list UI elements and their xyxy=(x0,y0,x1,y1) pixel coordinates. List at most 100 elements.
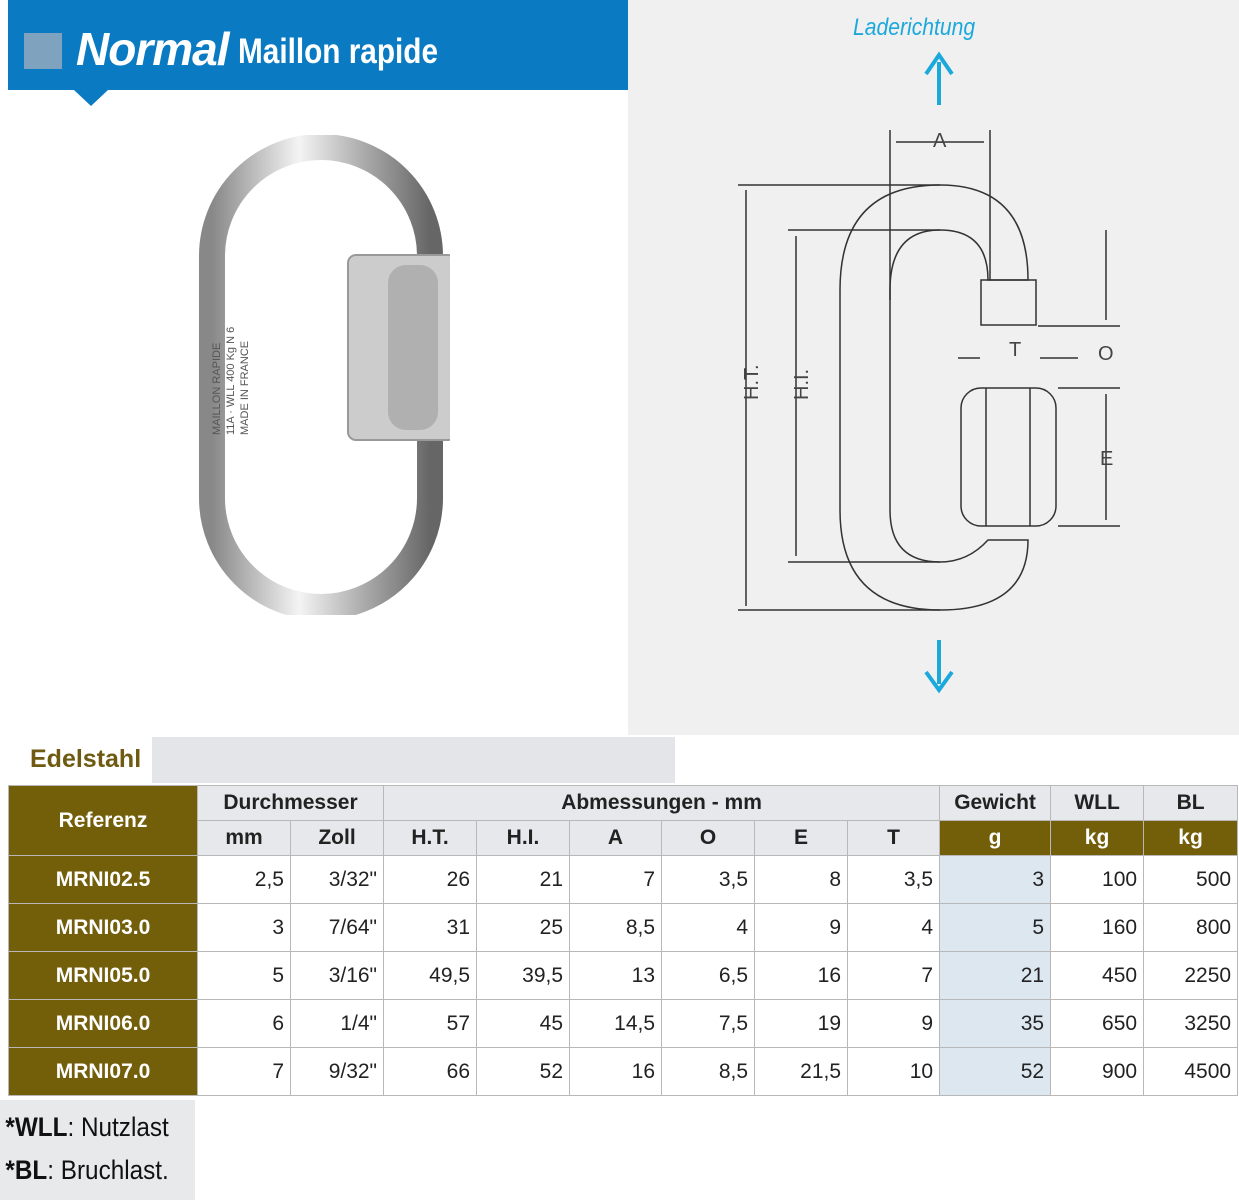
subheader-cell: H.I. xyxy=(476,820,571,856)
table-cell: 3/16" xyxy=(289,951,385,1000)
table-cell: 35 xyxy=(939,999,1052,1048)
subheader-cell: mm xyxy=(197,820,291,856)
table-cell: 1/4" xyxy=(289,999,385,1048)
table-cell: 52 xyxy=(476,1047,571,1096)
table-cell: 800 xyxy=(1143,903,1239,952)
table-cell: 8,5 xyxy=(569,903,663,952)
header-bl: BL xyxy=(1143,785,1239,821)
engraving-line-1: MAILLON RAPIDE xyxy=(211,343,223,435)
table-cell: 31 xyxy=(383,903,478,952)
title-italic: Normal xyxy=(76,23,229,75)
product-photo: MAILLON RAPIDE 11A · WLL 400 Kg N 6 MADE… xyxy=(199,135,450,615)
table-cell: 160 xyxy=(1050,903,1145,952)
table-cell: 7 xyxy=(197,1047,291,1096)
table-cell: 57 xyxy=(383,999,478,1048)
subheader-cell: kg xyxy=(1050,820,1145,856)
table-cell: 9/32" xyxy=(289,1047,385,1096)
reference-cell: MRNI07.0 xyxy=(8,1047,198,1096)
table-cell: 9 xyxy=(754,903,849,952)
table-cell: 4500 xyxy=(1143,1047,1239,1096)
table-cell: 3 xyxy=(197,903,291,952)
table-cell: 26 xyxy=(383,855,478,904)
table-cell: 3,5 xyxy=(847,855,941,904)
table-cell: 5 xyxy=(197,951,291,1000)
table-cell: 100 xyxy=(1050,855,1145,904)
table-cell: 7,5 xyxy=(661,999,756,1048)
table-cell: 6 xyxy=(197,999,291,1048)
table-cell: 49,5 xyxy=(383,951,478,1000)
dim-a: A xyxy=(933,130,947,152)
footnotes: *WLL: Nutzlast *BL: Bruchlast. xyxy=(0,1100,195,1200)
dim-o: O xyxy=(1098,343,1114,365)
table-cell: 4 xyxy=(661,903,756,952)
subheader-cell: E xyxy=(754,820,849,856)
subheader-cell: H.T. xyxy=(383,820,478,856)
reference-cell: MRNI06.0 xyxy=(8,999,198,1048)
banner-pointer xyxy=(74,90,108,106)
tab-bar xyxy=(152,737,675,783)
header-durchmesser: Durchmesser xyxy=(196,785,385,821)
engraving-line-3: MADE IN FRANCE xyxy=(239,341,251,435)
technical-drawing: Laderichtung A H.T. H.I. T O E xyxy=(628,0,1239,735)
table-cell: 45 xyxy=(476,999,571,1048)
table-cell: 8,5 xyxy=(661,1047,756,1096)
table-cell: 7 xyxy=(569,855,663,904)
table-cell: 900 xyxy=(1050,1047,1145,1096)
table-cell: 5 xyxy=(939,903,1052,952)
header-abmessungen: Abmessungen - mm xyxy=(383,785,941,821)
table-cell: 39,5 xyxy=(476,951,571,1000)
table-cell: 16 xyxy=(754,951,849,1000)
subheader-cell: A xyxy=(569,820,663,856)
table-cell: 650 xyxy=(1050,999,1145,1048)
table-cell: 10 xyxy=(847,1047,941,1096)
table-cell: 52 xyxy=(939,1047,1052,1096)
header-wll: WLL xyxy=(1050,785,1145,821)
header-referenz: Referenz xyxy=(8,785,198,856)
table-cell: 14,5 xyxy=(569,999,663,1048)
table-cell: 7 xyxy=(847,951,941,1000)
table-cell: 2,5 xyxy=(197,855,291,904)
footnote-wll: *WLL: Nutzlast xyxy=(5,1112,169,1142)
engraving-line-2: 11A · WLL 400 Kg N 6 xyxy=(225,327,237,435)
table-cell: 66 xyxy=(383,1047,478,1096)
subheader-cell: Zoll xyxy=(289,820,385,856)
table-cell: 13 xyxy=(569,951,663,1000)
footnote-bl: *BL: Bruchlast. xyxy=(5,1155,169,1185)
title-banner: Normal Maillon rapide xyxy=(8,0,628,90)
table-cell: 21,5 xyxy=(754,1047,849,1096)
table-cell: 3250 xyxy=(1143,999,1239,1048)
subheader-cell: g xyxy=(939,820,1052,856)
reference-cell: MRNI05.0 xyxy=(8,951,198,1000)
dim-t: T xyxy=(1009,339,1021,361)
table-cell: 21 xyxy=(939,951,1052,1000)
load-direction-label: Laderichtung xyxy=(853,14,976,41)
subheader-cell: T xyxy=(847,820,941,856)
table-cell: 450 xyxy=(1050,951,1145,1000)
table-cell: 19 xyxy=(754,999,849,1048)
dim-hi: H.I. xyxy=(791,369,813,400)
table-cell: 25 xyxy=(476,903,571,952)
table-cell: 7/64" xyxy=(289,903,385,952)
table-cell: 6,5 xyxy=(661,951,756,1000)
reference-cell: MRNI03.0 xyxy=(8,903,198,952)
spec-table: Referenz Durchmesser Abmessungen - mm Ge… xyxy=(8,785,1239,1096)
square-icon xyxy=(24,33,62,69)
arrow-up-icon xyxy=(924,51,954,105)
table-cell: 3/32" xyxy=(289,855,385,904)
table-cell: 3 xyxy=(939,855,1052,904)
table-cell: 2250 xyxy=(1143,951,1239,1000)
material-tab: Edelstahl xyxy=(8,737,152,783)
title: Maillon rapide xyxy=(238,32,439,71)
reference-cell: MRNI02.5 xyxy=(8,855,198,904)
table-cell: 21 xyxy=(476,855,571,904)
header-gewicht: Gewicht xyxy=(939,785,1052,821)
dim-e: E xyxy=(1100,448,1113,470)
table-cell: 8 xyxy=(754,855,849,904)
subheader-cell: kg xyxy=(1143,820,1239,856)
arrow-down-icon xyxy=(924,640,954,694)
